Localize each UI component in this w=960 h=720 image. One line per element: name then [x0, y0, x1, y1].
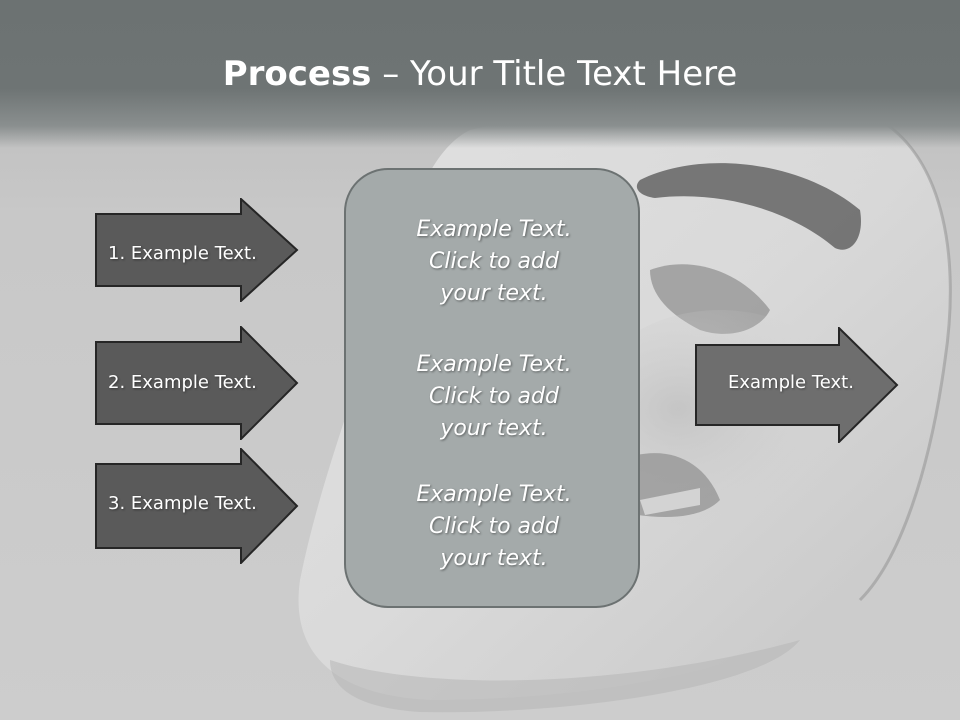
center-line: Click to add [429, 514, 559, 539]
arrow-label: 3. Example Text. [108, 493, 257, 514]
center-line: your text. [440, 416, 548, 441]
center-text-box[interactable]: Example Text. Click to add your text. Ex… [344, 168, 640, 608]
center-line: Example Text. [416, 352, 572, 377]
center-block-2: Example Text. Click to add your text. [346, 349, 642, 445]
title-rest: – Your Title Text Here [371, 54, 738, 94]
arrow-label: 2. Example Text. [108, 372, 257, 393]
arrow-label: 1. Example Text. [108, 243, 257, 264]
center-line: Click to add [429, 384, 559, 409]
arrow-label: Example Text. [728, 372, 854, 393]
arrow-3[interactable]: 3. Example Text. [95, 448, 301, 564]
header-band [0, 0, 960, 148]
center-line: Click to add [429, 249, 559, 274]
center-block-1: Example Text. Click to add your text. [346, 214, 642, 310]
center-line: your text. [440, 546, 548, 571]
center-line: Example Text. [416, 217, 572, 242]
center-block-3: Example Text. Click to add your text. [346, 479, 642, 575]
arrow-1[interactable]: 1. Example Text. [95, 198, 301, 302]
arrow-2[interactable]: 2. Example Text. [95, 326, 301, 440]
center-line: your text. [440, 281, 548, 306]
center-line: Example Text. [416, 482, 572, 507]
slide-title[interactable]: Process – Your Title Text Here [0, 52, 960, 96]
arrow-right[interactable]: Example Text. [695, 327, 901, 443]
title-bold: Process [222, 54, 372, 94]
